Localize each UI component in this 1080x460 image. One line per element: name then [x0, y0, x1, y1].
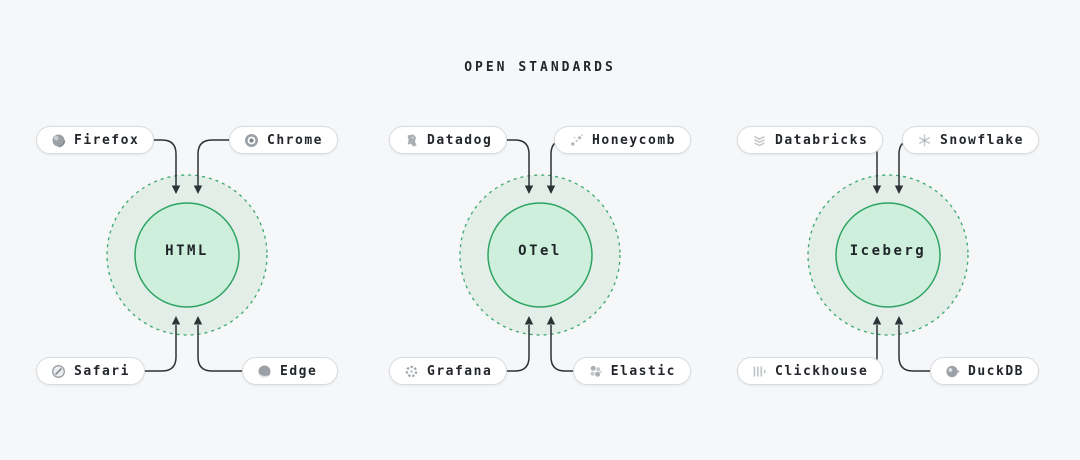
clickhouse-icon — [752, 364, 767, 379]
inner-circle — [835, 202, 941, 308]
diagram-canvas-iceberg — [807, 139, 969, 372]
databricks-icon — [752, 133, 767, 148]
arrowheads — [171, 185, 203, 325]
diagram-html: HTML Firefox Chrome Safari Edge — [32, 110, 342, 402]
node-pill-safari: Safari — [36, 357, 145, 385]
center-label-html: HTML — [165, 243, 209, 259]
arrowheads — [872, 185, 904, 325]
inner-circle — [134, 202, 240, 308]
node-pill-elastic: Elastic — [572, 357, 691, 385]
pill-label: Honeycomb — [592, 132, 676, 148]
center-label-iceberg: Iceberg — [849, 243, 927, 259]
node-pill-duckdb: DuckDB — [930, 357, 1039, 385]
duckdb-icon — [945, 364, 960, 379]
node-pill-clickhouse: Clickhouse — [737, 357, 884, 385]
pill-label: Safari — [74, 363, 130, 379]
firefox-icon — [51, 133, 66, 148]
connector-arrows — [124, 139, 250, 372]
chrome-icon — [244, 133, 259, 148]
pill-label: Grafana — [427, 363, 493, 379]
pill-label: Edge — [280, 363, 318, 379]
node-pill-firefox: Firefox — [36, 126, 155, 154]
elastic-icon — [588, 364, 603, 379]
node-pill-chrome: Chrome — [229, 126, 338, 154]
pill-label: Clickhouse — [775, 363, 869, 379]
pill-label: DuckDB — [968, 363, 1024, 379]
inner-circle — [487, 202, 593, 308]
center-label-otel: OTel — [518, 243, 562, 259]
diagram-canvas-otel — [459, 139, 621, 372]
node-pill-honeycomb: Honeycomb — [554, 126, 691, 154]
node-pill-grafana: Grafana — [389, 357, 508, 385]
pill-label: Chrome — [267, 132, 323, 148]
pill-label: Databricks — [775, 132, 869, 148]
snowflake-icon — [917, 133, 932, 148]
pill-label: Datadog — [427, 132, 493, 148]
datadog-icon — [404, 133, 419, 148]
grafana-icon — [404, 364, 419, 379]
safari-icon — [51, 364, 66, 379]
diagram-iceberg: Iceberg Databricks Snowflake Clickhouse … — [733, 110, 1043, 402]
pill-label: Firefox — [74, 132, 140, 148]
arrowheads — [524, 185, 556, 325]
edge-icon — [257, 364, 272, 379]
pill-label: Snowflake — [940, 132, 1024, 148]
node-pill-datadog: Datadog — [389, 126, 508, 154]
node-pill-edge: Edge — [242, 357, 338, 385]
node-pill-snowflake: Snowflake — [902, 126, 1039, 154]
honeycomb-icon — [569, 133, 584, 148]
node-pill-databricks: Databricks — [737, 126, 884, 154]
diagram-canvas-html — [106, 139, 268, 372]
diagram-otel: OTel Datadog Honeycomb Grafana Elastic — [385, 110, 695, 402]
page-title: OPEN STANDARDS — [464, 60, 616, 75]
pill-label: Elastic — [610, 363, 676, 379]
